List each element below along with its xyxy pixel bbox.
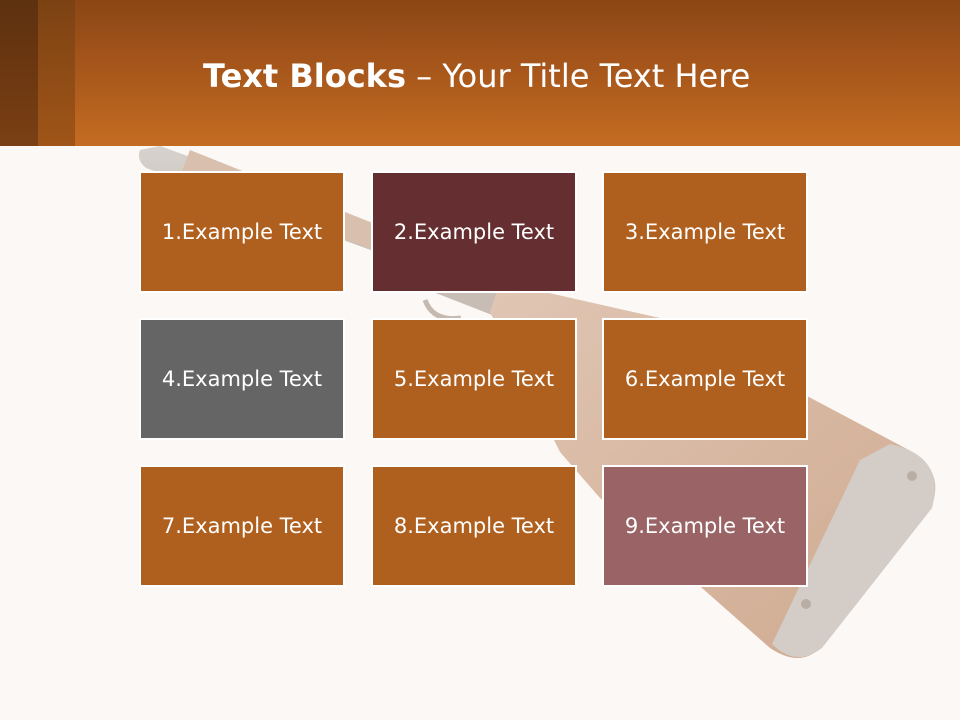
text-block-label: 4.Example Text	[161, 367, 323, 391]
text-block-4: 4.Example Text	[139, 318, 345, 440]
text-block-2: 2.Example Text	[371, 171, 577, 293]
text-block-label: 3.Example Text	[624, 220, 786, 244]
text-block-1: 1.Example Text	[139, 171, 345, 293]
title-dash: –	[406, 57, 443, 95]
text-block-5: 5.Example Text	[371, 318, 577, 440]
text-block-label: 1.Example Text	[161, 220, 323, 244]
text-block-label: 7.Example Text	[161, 514, 323, 538]
text-block-6: 6.Example Text	[602, 318, 808, 440]
slide-title: Text Blocks – Your Title Text Here	[203, 54, 750, 98]
header-accent-mid	[38, 0, 75, 146]
text-block-9: 9.Example Text	[602, 465, 808, 587]
text-block-label: 9.Example Text	[624, 514, 786, 538]
text-block-7: 7.Example Text	[139, 465, 345, 587]
text-block-label: 8.Example Text	[393, 514, 555, 538]
text-block-3: 3.Example Text	[602, 171, 808, 293]
header-accent-dark	[0, 0, 38, 146]
title-bold: Text Blocks	[203, 57, 406, 95]
header-banner	[0, 0, 960, 146]
title-rest: Your Title Text Here	[442, 57, 751, 95]
text-block-label: 6.Example Text	[624, 367, 786, 391]
text-block-8: 8.Example Text	[371, 465, 577, 587]
text-block-label: 2.Example Text	[393, 220, 555, 244]
text-block-label: 5.Example Text	[393, 367, 555, 391]
